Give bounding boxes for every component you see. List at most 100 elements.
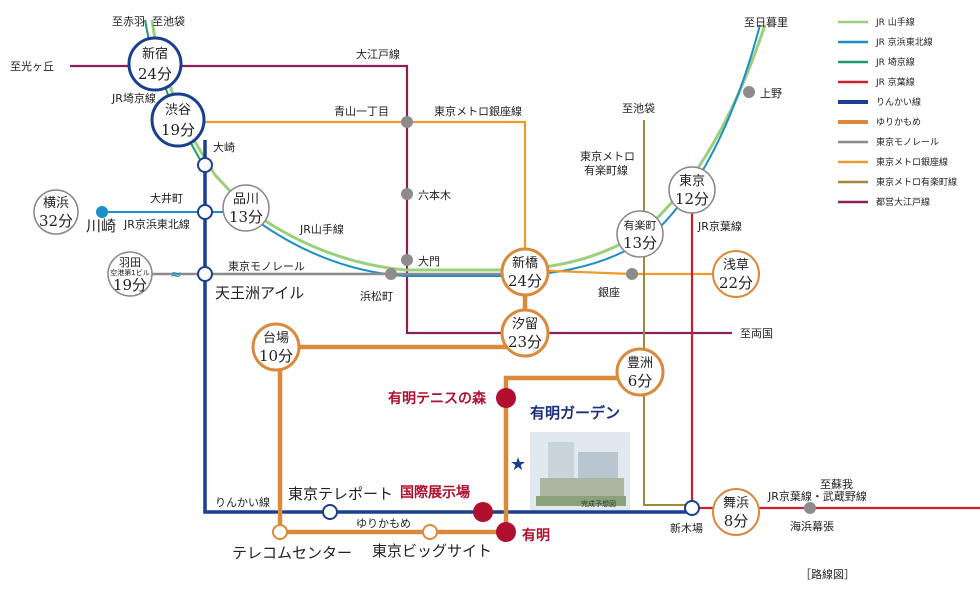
ariake-label: 有明 [522,527,550,544]
kaihin-makuhari-dot[interactable] [804,502,816,514]
telecom-dot[interactable] [272,524,288,540]
svg-text:6分: 6分 [628,372,653,390]
yamanote-line-label: JR山手線 [299,222,344,236]
to-nippori-label: 至日暮里 [744,15,788,29]
svg-text:新宿: 新宿 [142,46,168,62]
hub-asakusa[interactable]: 浅草 22分 [712,250,760,298]
hub-haneda[interactable]: 羽田 空港第1ビル 19分 [107,251,153,297]
svg-text:24分: 24分 [508,272,542,290]
svg-text:19分: 19分 [113,276,147,294]
yurikamome-line-label: ゆりかもめ [356,517,411,530]
hub-yokohama[interactable]: 横浜 32分 [33,189,79,235]
to-akabane-label: 至赤羽 [112,15,145,28]
kokusai-dot[interactable] [473,502,493,522]
tennozu-label: 天王洲アイル [215,284,304,302]
svg-text:豊洲: 豊洲 [627,356,653,371]
saikyo-line-label: JR埼京線 [111,91,156,105]
metro-yurakucho-label-1: 東京メトロ [580,149,635,163]
legend-label: JR 京浜東北線 [875,36,933,48]
to-ikebukuro-label: 至池袋 [152,14,185,28]
ueno-label: 上野 [760,87,782,100]
svg-text:13分: 13分 [229,208,263,226]
daimon-label: 大門 [418,254,440,268]
svg-text:東京: 東京 [679,173,705,189]
to-hikarigaoka-label: 至光ヶ丘 [10,59,54,73]
keihin-line-label: JR京浜東北線 [123,217,190,231]
hub-yurakucho[interactable]: 有楽町 13分 [616,210,664,258]
ariake-dot[interactable] [496,522,516,542]
svg-text:8分: 8分 [724,512,749,530]
big-sight-dot[interactable] [422,524,438,540]
svg-text:19分: 19分 [161,121,195,139]
svg-text:渋谷: 渋谷 [165,103,191,118]
legend-label: ゆりかもめ [876,117,921,128]
hub-shinbashi[interactable]: 新橋 24分 [500,247,550,297]
legend-label: 都営大江戸線 [876,196,930,208]
legend-label: JR 京葉線 [875,76,915,88]
shinkiba-dot[interactable] [684,500,700,516]
ginza-label: 銀座 [598,285,620,299]
shinkiba-label: 新木場 [670,521,703,535]
keihin-line-path [102,24,761,277]
to-ryogoku-label: 至両国 [740,327,773,340]
svg-text:汐留: 汐留 [512,316,538,332]
roppongi-label: 六本木 [418,188,451,202]
osaki-label: 大崎 [213,140,235,154]
osaki-dot[interactable] [197,157,213,173]
svg-text:空港第1ビル: 空港第1ビル [110,268,149,277]
ariake-tennis-label: 有明テニスの森 [388,390,487,407]
hub-shiodome[interactable]: 汐留 23分 [500,308,550,358]
svg-text:10分: 10分 [259,347,293,365]
svg-text:24分: 24分 [138,65,172,83]
tokyo-teleport-dot[interactable] [322,504,338,520]
legend-label: 東京メトロ銀座線 [876,156,948,168]
kawasaki-dot[interactable] [96,206,108,218]
hub-toyosu[interactable]: 豊洲 6分 [615,347,665,397]
svg-text:13分: 13分 [623,234,657,252]
svg-text:≈: ≈ [170,267,182,283]
kokusai-label: 国際展示場 [400,484,470,501]
hamamatsucho-label: 浜松町 [360,289,393,303]
ginza-dot[interactable] [626,268,638,280]
ariake-tennis-dot[interactable] [496,388,516,408]
hub-maihama[interactable]: 舞浜 8分 [712,488,760,536]
legend-label: JR 山手線 [875,16,915,28]
star-icon: ★ [510,454,526,475]
legend-label: 東京メトロ有楽町線 [876,176,957,188]
hub-shinjuku[interactable]: 新宿 24分 [127,36,183,92]
hub-tokyo[interactable]: 東京 12分 [668,166,716,214]
svg-text:22分: 22分 [719,274,753,292]
kawasaki-label: 川崎 [86,217,116,235]
keiyo-musashino-label: JR京葉線・武蔵野線 [767,489,867,503]
kaihin-makuhari-label: 海浜幕張 [790,519,834,533]
oimachi-dot[interactable] [197,204,213,220]
roppongi-dot[interactable] [401,188,413,200]
oedo-line-label: 大江戸線 [356,47,400,61]
aoyama-dot[interactable] [401,116,413,128]
rinkai-line-label: りんかい線 [215,495,270,509]
big-sight-label: 東京ビッグサイト [372,542,492,560]
hub-shinagawa[interactable]: 品川 13分 [222,184,270,232]
hamamatsucho-dot[interactable] [385,268,397,280]
oimachi-label: 大井町 [150,191,183,205]
daimon-dot[interactable] [401,254,413,266]
ariake-garden-label: 有明ガーデン [530,404,620,422]
tennozu-dot[interactable] [197,266,213,282]
svg-text:32分: 32分 [39,212,73,230]
caption-label: ［路線図］ [800,567,855,581]
aoyama-label: 青山一丁目 [334,105,389,118]
legend-label: りんかい線 [876,96,921,108]
svg-text:舞浜: 舞浜 [723,496,749,511]
keiyo-line-path [690,200,980,510]
tokyo-teleport-label: 東京テレポート [288,485,393,503]
svg-text:浅草: 浅草 [723,258,749,273]
hub-shibuya[interactable]: 渋谷 19分 [150,92,206,148]
ueno-dot[interactable] [743,86,755,98]
ariake-garden-photo: 完成予想図 [530,432,630,510]
svg-text:有楽町: 有楽町 [624,218,657,232]
to-soga-label: 至蘇我 [820,478,853,491]
monorail-line-label: 東京モノレール [228,259,305,273]
hub-daiba[interactable]: 台場 10分 [251,322,301,372]
